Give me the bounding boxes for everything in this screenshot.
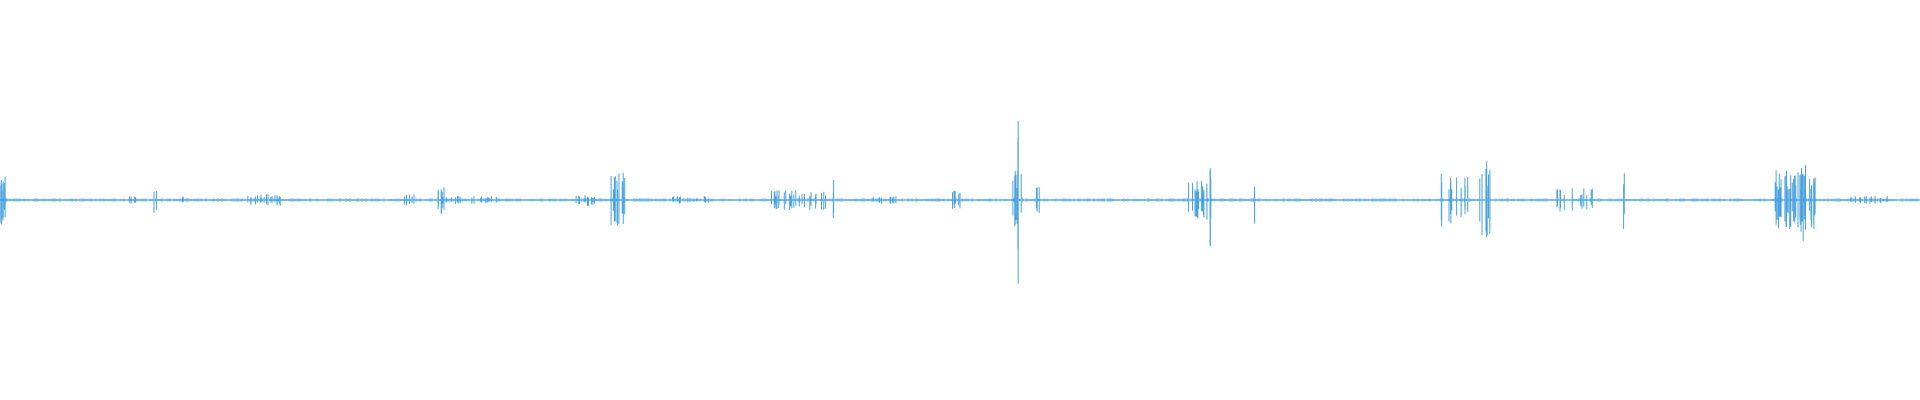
waveform-burst bbox=[610, 173, 626, 226]
waveform-burst bbox=[437, 187, 445, 214]
waveform-burst bbox=[404, 194, 415, 206]
waveform-burst bbox=[575, 195, 596, 206]
waveform-burst bbox=[1479, 161, 1491, 238]
waveform-trace bbox=[0, 121, 1920, 284]
waveform-burst bbox=[181, 196, 184, 203]
waveform-burst bbox=[129, 196, 136, 204]
waveform-burst bbox=[1800, 164, 1806, 241]
waveform-burst bbox=[1209, 168, 1212, 247]
waveform-burst bbox=[247, 194, 281, 206]
waveform-burst bbox=[1035, 187, 1040, 213]
waveform-burst bbox=[153, 191, 158, 214]
waveform-burst bbox=[1623, 173, 1625, 230]
waveform-noise bbox=[0, 197, 1919, 203]
waveform-burst bbox=[1556, 188, 1593, 212]
waveform-burst bbox=[1188, 180, 1211, 220]
waveform-burst bbox=[952, 190, 961, 209]
waveform-burst bbox=[672, 196, 709, 204]
waveform-burst bbox=[771, 190, 827, 210]
waveform-burst bbox=[442, 196, 497, 204]
waveform-burst bbox=[0, 176, 6, 225]
waveform-burst bbox=[1448, 176, 1469, 224]
waveform-burst bbox=[872, 196, 897, 204]
waveform-burst bbox=[1850, 196, 1888, 204]
